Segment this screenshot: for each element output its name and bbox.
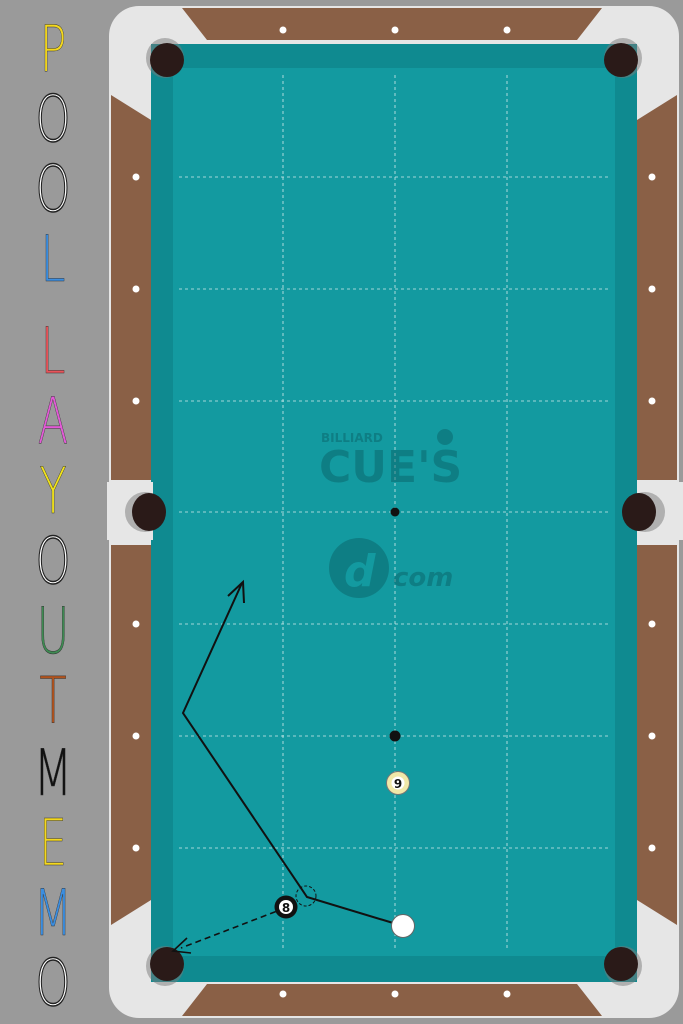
title-letter: O [35, 153, 71, 227]
rail-top [182, 8, 602, 40]
pocket-side-right [622, 493, 656, 531]
title-letter: O [35, 83, 71, 157]
watermark-cues: CUE'S [319, 442, 462, 493]
nine-ball[interactable]: 9 [386, 771, 410, 795]
title-letter: U [36, 595, 70, 669]
watermark-logo: BILLIARD CUE'S d com [319, 429, 462, 598]
title-letter: P [39, 13, 67, 87]
title-letter: T [39, 665, 67, 739]
d-logo-icon [329, 538, 389, 598]
grid [179, 75, 609, 950]
foot-spot [389, 730, 401, 742]
pocket-bottom-left [150, 947, 184, 981]
title-letter: L [40, 315, 66, 389]
pockets [125, 38, 665, 986]
kick-path-dashed-arrow [171, 907, 286, 954]
title-letter: A [37, 385, 69, 459]
pocket-top-right [604, 43, 638, 77]
rail-right-upper [637, 95, 677, 480]
title-letter: Y [39, 455, 67, 529]
rail-left-upper [111, 95, 151, 480]
rail-left-lower [111, 545, 151, 925]
cue-ball-icon [437, 429, 453, 445]
title-letter: M [33, 737, 73, 811]
pocket-side-left [132, 493, 166, 531]
rail-bottom [182, 984, 602, 1016]
rail-right-lower [637, 545, 677, 925]
pool-table[interactable]: BILLIARD CUE'S d com 9 8 [107, 0, 683, 1024]
title-letter: M [33, 877, 73, 951]
title-letter: O [35, 947, 71, 1021]
pocket-top-left [150, 43, 184, 77]
cue-ball[interactable] [391, 914, 415, 938]
watermark-billiard: BILLIARD [321, 431, 383, 445]
diamonds [132, 26, 656, 998]
ghost-ball-circle [295, 885, 317, 907]
eight-ball[interactable]: 8 [274, 895, 298, 919]
watermark-com: com [393, 563, 453, 593]
svg-text:d: d [344, 546, 376, 597]
eight-ball-label: 8 [282, 901, 290, 915]
center-spot [390, 507, 400, 517]
shot-path-arrow [181, 579, 404, 927]
title-letter: L [40, 223, 66, 297]
nine-ball-label: 9 [394, 777, 402, 791]
title-letter: E [38, 807, 68, 881]
pocket-bottom-right [604, 947, 638, 981]
title-letter: O [35, 525, 71, 599]
